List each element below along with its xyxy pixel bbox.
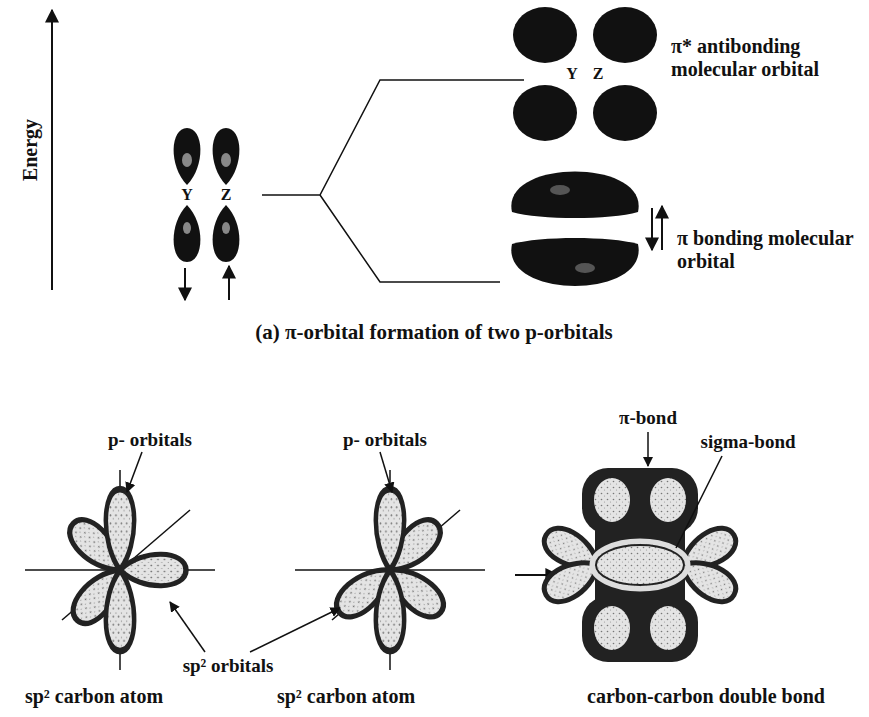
atom-letter: Y (558, 219, 569, 236)
atom-letter: Z (221, 186, 232, 204)
energy-axis (51, 10, 53, 290)
atom-letter: Y (566, 65, 578, 83)
figure-caption: carbon-carbon double bond (587, 685, 825, 708)
atom-letter: Z (595, 219, 605, 236)
double-bond-figure (538, 468, 742, 662)
axis-label: Energy (19, 119, 42, 181)
atom-caption: sp² carbon atom (25, 685, 163, 708)
leader-lines (127, 432, 722, 652)
sp2-carbon-atom (295, 470, 485, 670)
part-label: sp² orbitals (183, 655, 274, 677)
bonding-orbital (511, 172, 638, 287)
figure-caption: (a) π-orbital formation of two p-orbital… (255, 320, 612, 344)
part-label: p- orbitals (343, 429, 427, 451)
electron-spin-arrows (185, 266, 229, 300)
energy-level-line (262, 80, 524, 195)
sp2-carbon-atom (25, 470, 215, 670)
p-orbital-pair (174, 128, 240, 262)
antibonding-orbital (513, 7, 657, 141)
energy-level-line (320, 195, 500, 282)
part-label: p- orbitals (108, 429, 192, 451)
part-label: sigma-bond (700, 431, 795, 453)
orbital-label: π* antibonding molecular orbital (671, 35, 863, 81)
atom-caption: sp² carbon atom (277, 685, 415, 708)
atom-letter: Z (593, 65, 604, 83)
atom-letter: Y (181, 186, 193, 204)
orbital-label: π bonding molecular orbital (677, 227, 863, 273)
part-label: π-bond (619, 407, 677, 429)
electron-pair-arrows (652, 206, 662, 250)
